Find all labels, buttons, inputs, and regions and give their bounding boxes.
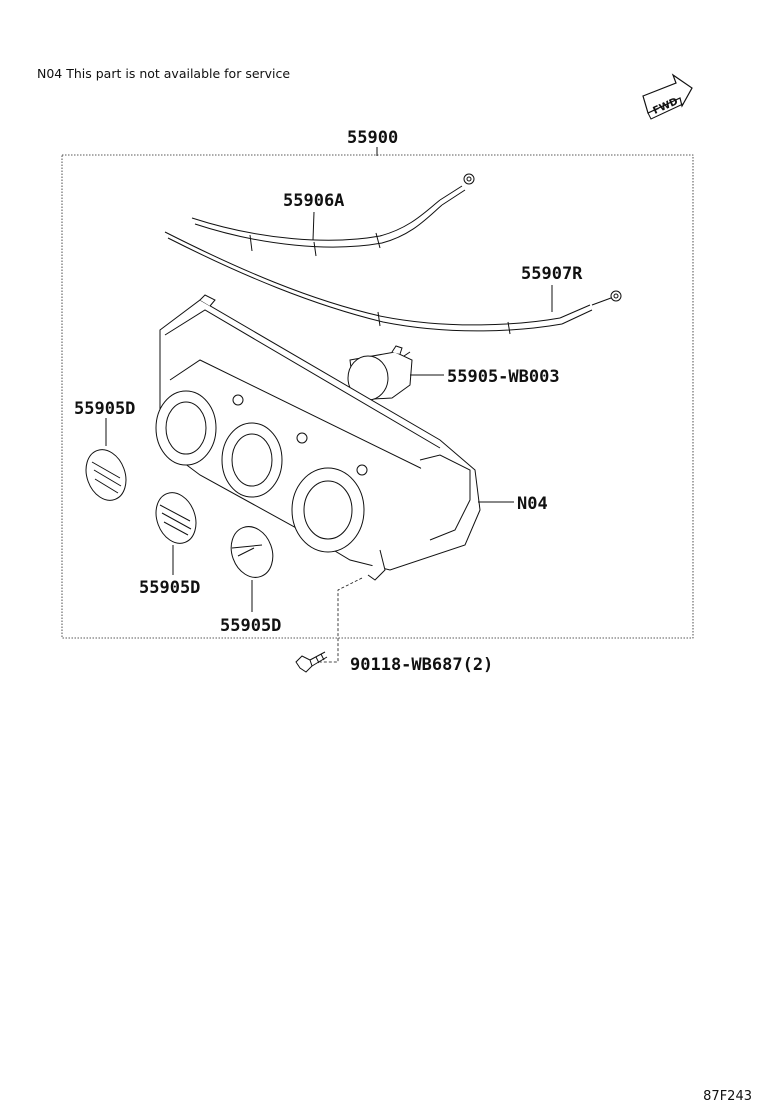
label-n04: N04 — [517, 494, 548, 514]
cable-55906a — [191, 173, 475, 257]
control-panel-n04 — [155, 294, 481, 581]
knob-left — [85, 449, 127, 501]
label-55905-wb003: 55905-WB003 — [447, 367, 560, 387]
label-55907r: 55907R — [521, 264, 583, 284]
screw-leader — [320, 577, 363, 663]
label-55905d-right: 55905D — [220, 616, 281, 636]
knob-middle — [155, 492, 197, 544]
fwd-arrow-icon: FWD — [642, 73, 693, 120]
assembly-box — [61, 154, 694, 639]
small-knob-55905-wb003 — [347, 345, 413, 401]
cable-55907r — [164, 231, 622, 335]
knob-right — [230, 526, 274, 578]
label-55906a: 55906A — [283, 191, 344, 211]
service-note: N04 This part is not available for servi… — [37, 66, 291, 81]
label-90118-wb687: 90118-WB687(2) — [350, 655, 493, 675]
label-55900: 55900 — [347, 128, 398, 148]
label-55905d-left: 55905D — [74, 399, 135, 419]
label-55905d-middle: 55905D — [139, 578, 200, 598]
screw-icon — [295, 651, 328, 673]
diagram-code: 87F243 — [703, 1089, 752, 1104]
